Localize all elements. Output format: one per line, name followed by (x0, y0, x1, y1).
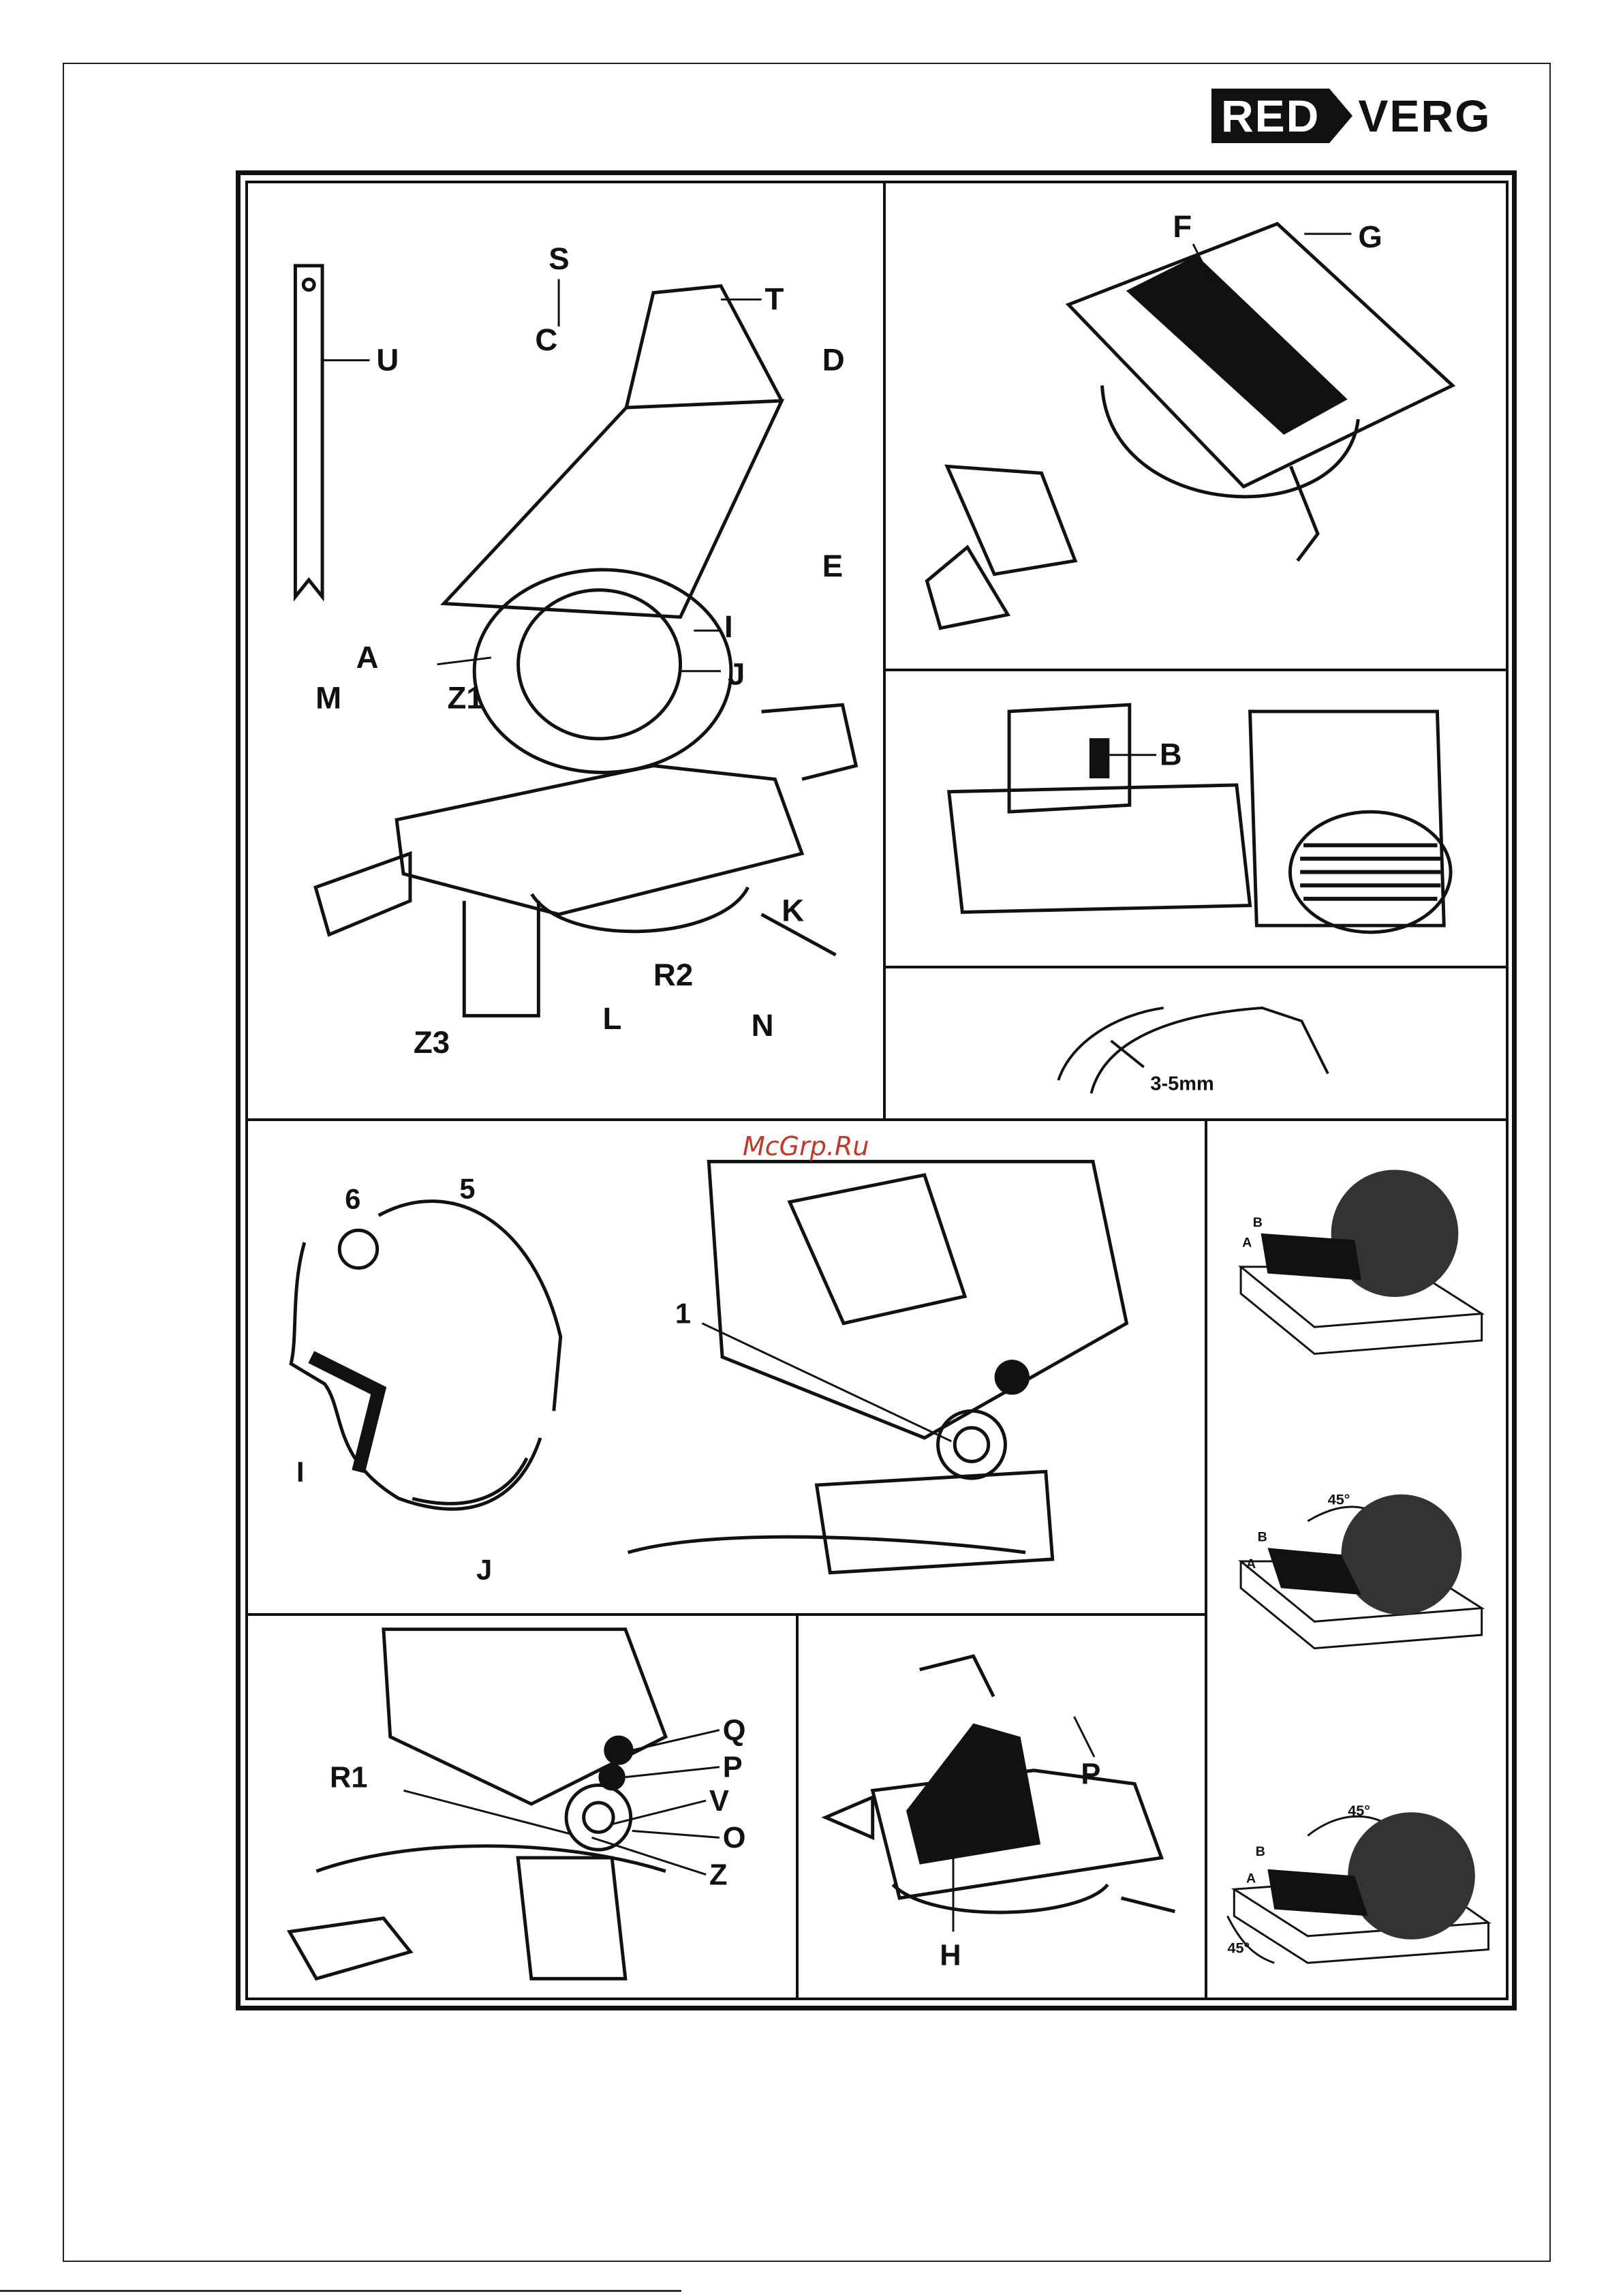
bevel-label-z: Z (709, 1858, 727, 1891)
main-label-j: J (728, 657, 745, 692)
fence-label-p: P (1081, 1758, 1100, 1790)
main-label-c: C (535, 322, 557, 357)
main-label-k: K (782, 893, 804, 928)
figure-bevel-lock: Q P R1 V O Z (245, 1613, 799, 2000)
cut2-label-a: A (1246, 1557, 1256, 1572)
bevel-lock-drawing: Q P R1 V O Z (248, 1616, 796, 1997)
main-label-r2: R2 (653, 958, 693, 992)
watermark: McGrp.Ru (743, 1131, 869, 1161)
figure-fence: H P (796, 1613, 1207, 2000)
main-label-z3: Z3 (414, 1025, 450, 1060)
main-label-z1: Z1 (447, 680, 483, 715)
cut2-label-45: 45° (1328, 1490, 1350, 1507)
guard-label-5: 5 (459, 1173, 475, 1205)
brand-logo-arrow (1329, 89, 1352, 143)
fence-drawing: H P (799, 1616, 1205, 1997)
brand-logo-verg: VERG (1352, 89, 1491, 143)
pivot-label-1: 1 (675, 1298, 691, 1330)
guard-label-j: J (476, 1554, 492, 1586)
bottom-rule (0, 2290, 681, 2292)
table-label-f: F (1173, 209, 1192, 244)
cut1-label-b: B (1253, 1215, 1263, 1230)
main-label-m: M (315, 680, 341, 715)
cut1-label-a: A (1242, 1235, 1252, 1250)
bevel-label-v: V (709, 1785, 729, 1818)
cut2-label-b: B (1258, 1529, 1267, 1544)
brand-logo-red: RED (1211, 89, 1329, 143)
bevel-label-r1: R1 (330, 1761, 367, 1794)
bevel-label-p: P (723, 1751, 743, 1784)
cut3-label-a: A (1246, 1871, 1256, 1886)
main-label-t: T (764, 281, 784, 316)
main-label-i: I (724, 609, 733, 644)
fence-block (906, 1724, 1040, 1865)
table-label-g: G (1358, 219, 1382, 254)
figure-motor: B (883, 669, 1509, 968)
main-label-e: E (822, 549, 843, 583)
figure-cut-examples: B A 45° B A 45° B A 45° (1205, 1118, 1509, 2000)
brand-logo: RED VERG (1211, 89, 1491, 143)
figure-main-saw: S T C D E U A I J M Z1 K Z3 L R2 N (245, 181, 886, 1121)
figure-guard-pivot: 6 5 I J 1 (245, 1118, 1207, 1616)
main-saw-drawing: S T C D E U A I J M Z1 K Z3 L R2 N (248, 183, 883, 1118)
main-label-d: D (822, 343, 845, 378)
main-label-s: S (548, 241, 569, 276)
main-label-n: N (752, 1008, 774, 1043)
figure-blade-gap: 3-5mm (883, 966, 1509, 1121)
cut3-label-b: B (1256, 1844, 1265, 1859)
cut3-label-45-top: 45° (1348, 1802, 1370, 1819)
motor-switch (1089, 738, 1109, 778)
blade-gap-label: 3-5mm (1150, 1073, 1214, 1095)
fence-label-h: H (940, 1940, 961, 1972)
motor-drawing: B (886, 671, 1506, 966)
main-label-u: U (376, 343, 399, 378)
cut-examples-drawing: B A 45° B A 45° B A 45° (1207, 1121, 1506, 1997)
blade-gap-drawing: 3-5mm (886, 968, 1506, 1118)
table-top-drawing: F G (886, 183, 1506, 669)
bevel-label-o: O (723, 1822, 746, 1854)
bevel-label-q: Q (723, 1714, 746, 1747)
cut3-label-45-side: 45° (1227, 1939, 1250, 1956)
figure-table-top: F G (883, 181, 1509, 671)
guard-label-i: I (296, 1456, 305, 1488)
motor-label-b: B (1160, 737, 1182, 771)
main-label-a: A (356, 640, 379, 675)
main-label-l: L (603, 1001, 622, 1036)
guard-pivot-drawing: 6 5 I J 1 (248, 1121, 1205, 1613)
guard-label-6: 6 (345, 1183, 360, 1215)
